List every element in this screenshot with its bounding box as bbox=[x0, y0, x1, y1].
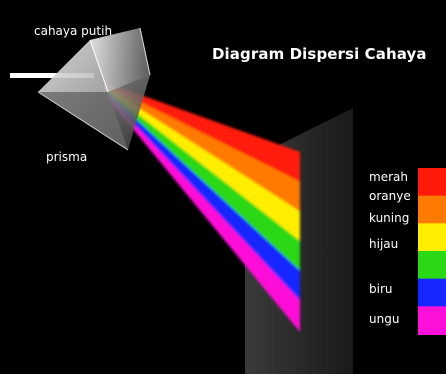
band-label-red: merah bbox=[369, 170, 408, 184]
key-swatch-kuning bbox=[418, 223, 446, 252]
key-swatch-oranye bbox=[418, 195, 446, 225]
key-swatch-biru bbox=[418, 278, 446, 308]
band-label-yellow: kuning bbox=[369, 211, 410, 225]
key-swatch-ungu bbox=[418, 306, 446, 335]
spectrum-band-ungu bbox=[105, 92, 300, 332]
band-label-orange: oranye bbox=[369, 189, 411, 203]
band-label-green: hijau bbox=[369, 237, 399, 251]
prism-label: prisma bbox=[46, 150, 88, 164]
key-swatch-merah bbox=[418, 168, 446, 197]
white-light-beam bbox=[10, 73, 94, 78]
white-light-label: cahaya putih bbox=[34, 24, 113, 38]
band-label-violet: ungu bbox=[369, 312, 400, 326]
prism bbox=[37, 27, 151, 151]
key-swatch-hijau bbox=[418, 251, 446, 280]
band-label-blue: biru bbox=[369, 282, 393, 296]
diagram-title: Diagram Dispersi Cahaya bbox=[212, 45, 427, 63]
